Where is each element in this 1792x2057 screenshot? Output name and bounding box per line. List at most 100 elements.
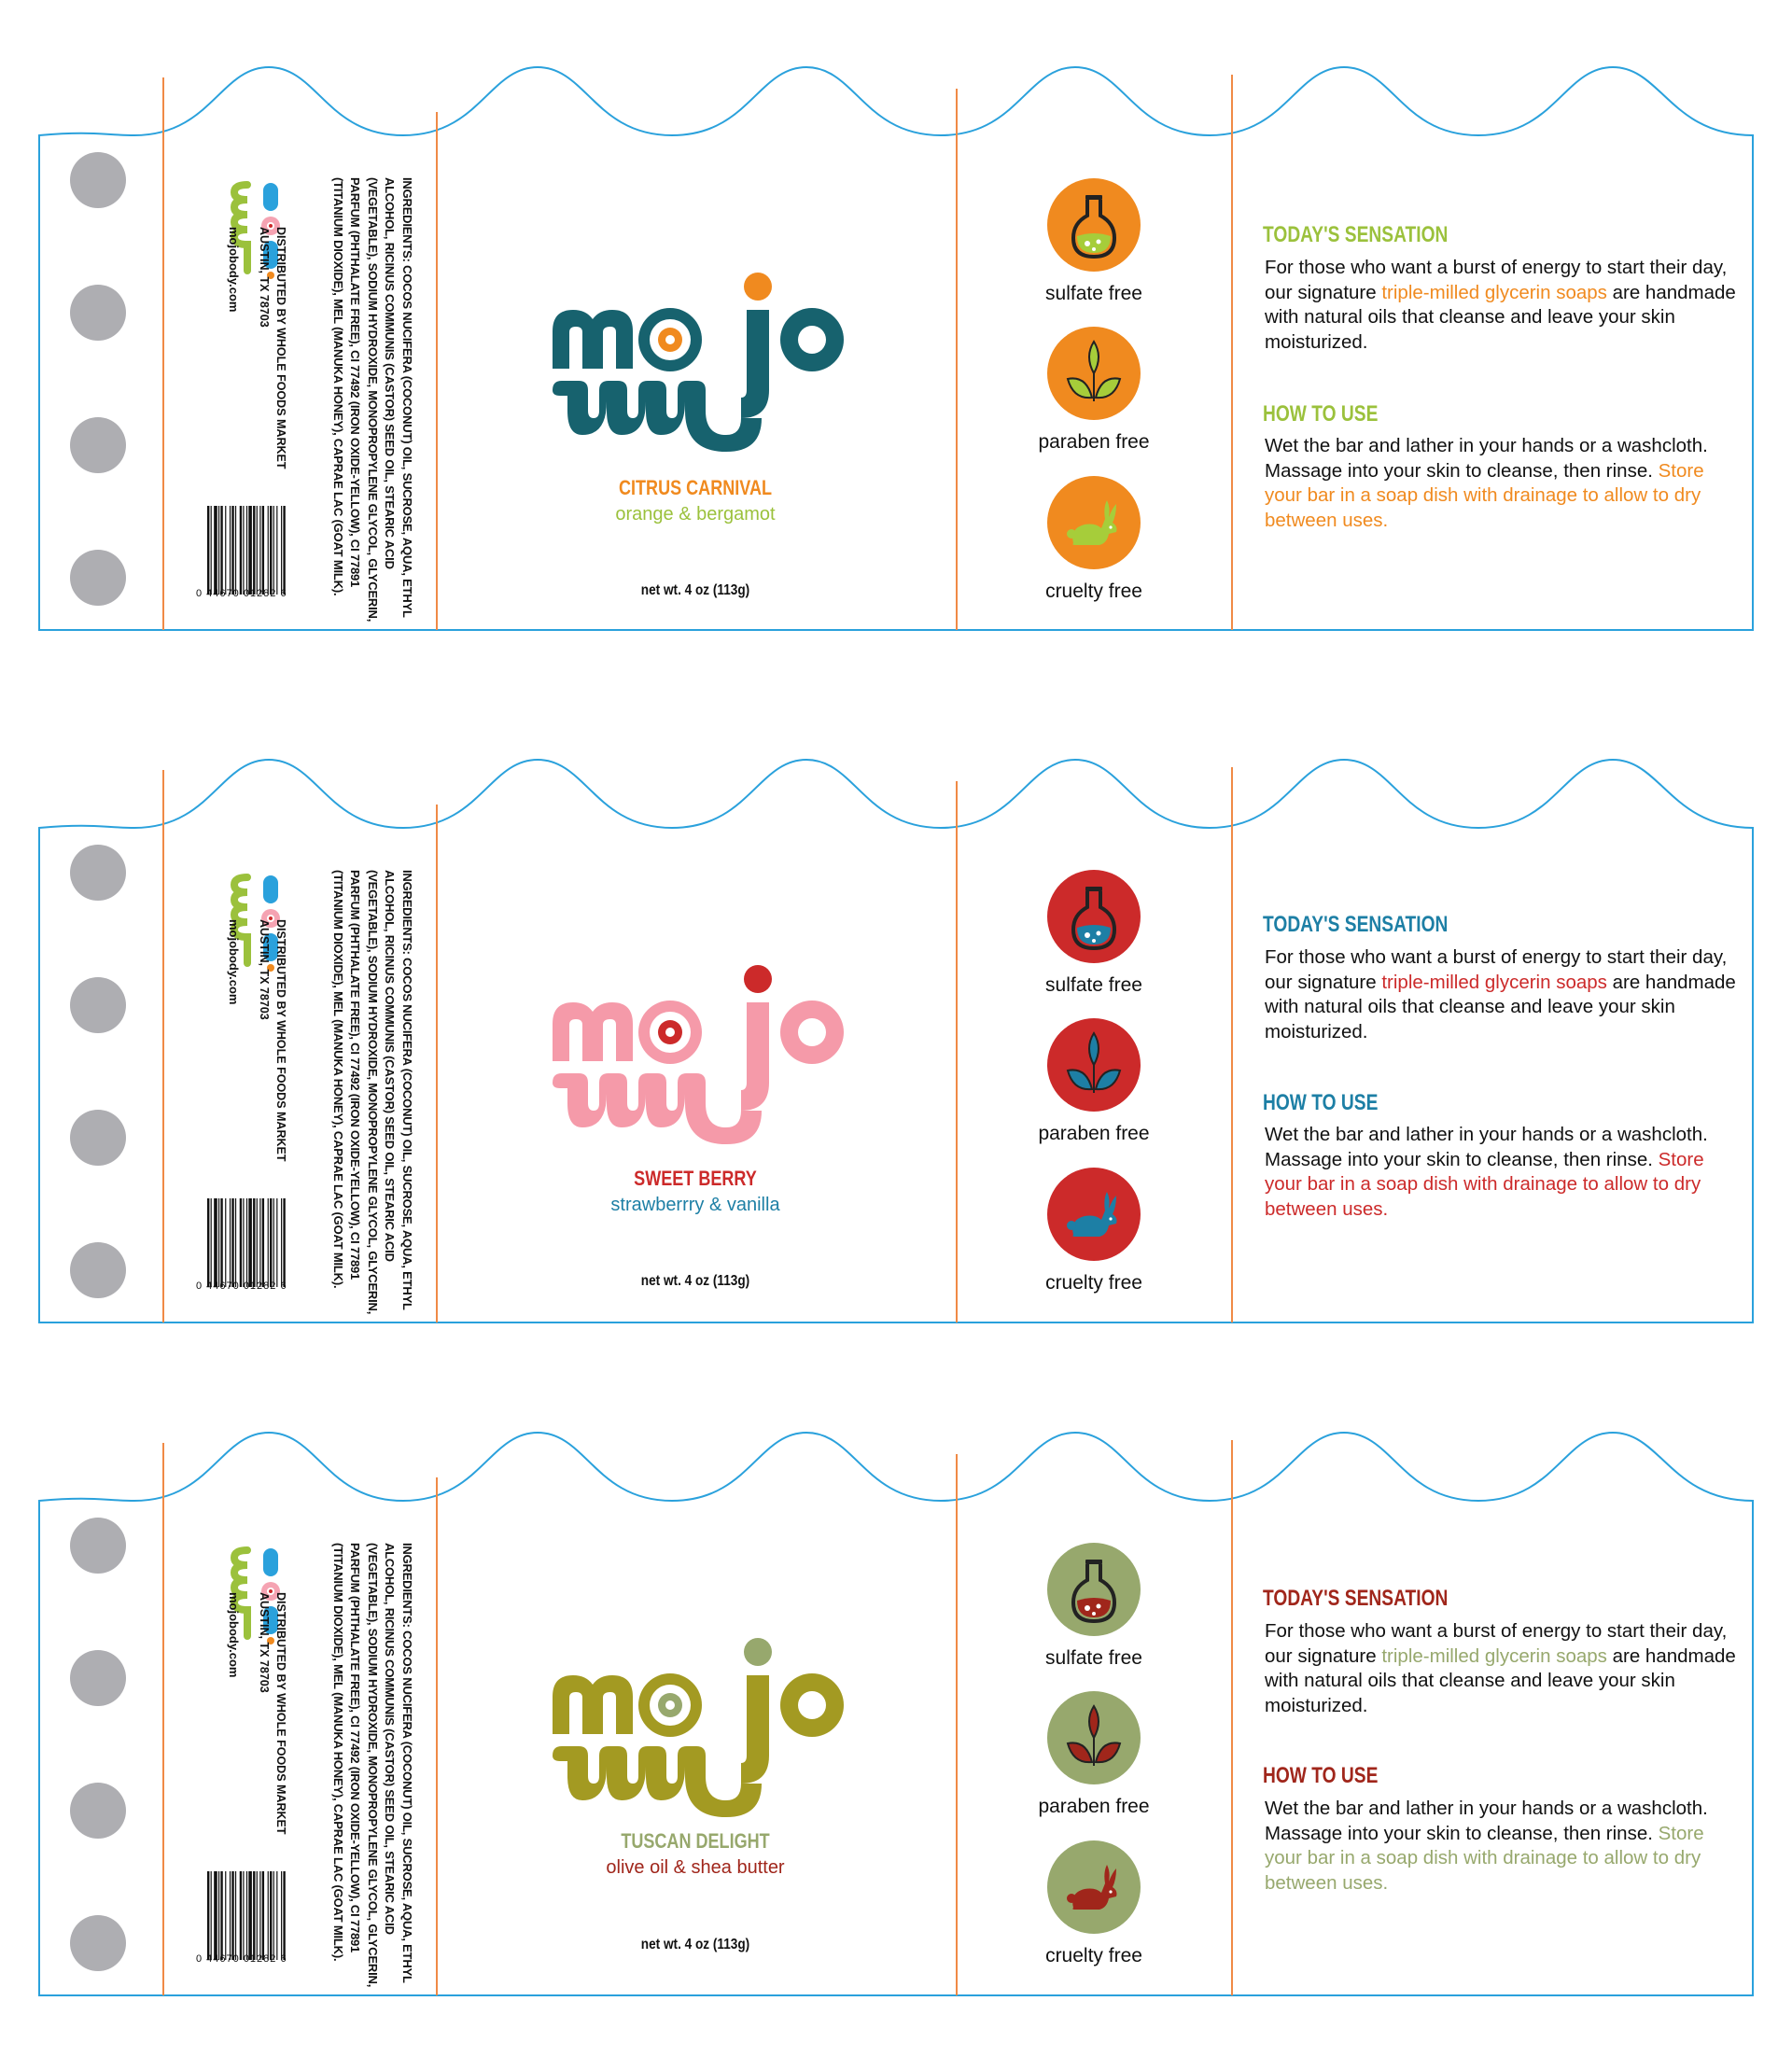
- cruelty-free-label: cruelty free: [1045, 1945, 1142, 1966]
- barcode-number: 0 44670 01282 6: [196, 1953, 287, 1965]
- paraben-free-badge: [1047, 1018, 1141, 1112]
- sensation-paragraph: For those who want a burst of energy to …: [1265, 1619, 1741, 1718]
- sensation-paragraph: For those who want a burst of energy to …: [1265, 256, 1741, 355]
- sensation-text-end: are handmade with natural oils that clea…: [1265, 971, 1736, 1042]
- hang-hole: [70, 285, 126, 341]
- barcode-number: 0 44670 01282 6: [196, 1280, 287, 1292]
- howto-highlight: Store your bar in a soap dish with drain…: [1265, 459, 1704, 531]
- hang-hole: [70, 550, 126, 606]
- paraben-free-label: paraben free: [1038, 431, 1150, 453]
- barcode-icon: [207, 1871, 286, 1960]
- mojo-logo: [553, 273, 844, 452]
- cruelty-free-badge: [1047, 1840, 1141, 1934]
- soap-label: INGREDIENTS: COCOS NUCIFERA (COCONUT) OI…: [0, 1365, 1792, 2019]
- distributor-line: DISTRIBUTED BY WHOLE FOODS MARKET: [274, 227, 287, 469]
- sensation-text-end: are handmade with natural oils that clea…: [1265, 1644, 1736, 1716]
- hang-hole: [70, 1783, 126, 1839]
- howto-highlight: Store your bar in a soap dish with drain…: [1265, 1148, 1704, 1220]
- distributor-address: AUSTIN, TX 78703: [258, 919, 271, 1020]
- soap-label: INGREDIENTS: COCOS NUCIFERA (COCONUT) OI…: [0, 0, 1792, 653]
- net-weight: net wt. 4 oz (113g): [640, 582, 750, 598]
- sensation-text: For those who want a burst of energy to …: [1265, 1620, 1728, 1667]
- distributor-info: DISTRIBUTED BY WHOLE FOODS MARKET AUSTIN…: [252, 919, 289, 1199]
- soap-label: INGREDIENTS: COCOS NUCIFERA (COCONUT) OI…: [0, 693, 1792, 1346]
- sulfate-free-label: sulfate free: [1045, 1647, 1142, 1669]
- sulfate-free-badge: [1047, 1543, 1141, 1636]
- how-to-use-paragraph: Wet the bar and lather in your hands or …: [1265, 434, 1741, 533]
- sensation-paragraph: For those who want a burst of energy to …: [1265, 945, 1741, 1044]
- hang-hole: [70, 1915, 126, 1971]
- label-dieline: [38, 65, 1754, 631]
- flavor-name: SWEET BERRY: [634, 1167, 757, 1190]
- distributor-info: DISTRIBUTED BY WHOLE FOODS MARKET AUSTIN…: [252, 227, 289, 507]
- sensation-highlight: triple-milled glycerin soaps: [1381, 1644, 1607, 1667]
- rabbit-icon: [1067, 500, 1117, 545]
- website-text: mojobody.com: [227, 227, 241, 313]
- sulfate-free-badge: [1047, 178, 1141, 272]
- barcode-icon: [207, 506, 286, 595]
- howto-text: Wet the bar and lather in your hands or …: [1265, 1124, 1708, 1170]
- sensation-text-end: are handmade with natural oils that clea…: [1265, 281, 1736, 353]
- distributor-info: DISTRIBUTED BY WHOLE FOODS MARKET AUSTIN…: [252, 1592, 289, 1872]
- distributor-line: DISTRIBUTED BY WHOLE FOODS MARKET: [274, 919, 287, 1162]
- paraben-free-label: paraben free: [1038, 1796, 1150, 1817]
- todays-sensation-heading: TODAY'S SENSATION: [1263, 912, 1449, 937]
- distributor-line: DISTRIBUTED BY WHOLE FOODS MARKET: [274, 1592, 287, 1835]
- todays-sensation-heading: TODAY'S SENSATION: [1263, 1586, 1449, 1611]
- cruelty-free-label: cruelty free: [1045, 581, 1142, 602]
- cruelty-free-badge: [1047, 1168, 1141, 1261]
- sensation-highlight: triple-milled glycerin soaps: [1381, 971, 1607, 993]
- paraben-free-badge: [1047, 327, 1141, 420]
- flavor-description: olive oil & shea butter: [606, 1857, 785, 1878]
- leaves-icon: [1066, 1031, 1122, 1093]
- howto-text: Wet the bar and lather in your hands or …: [1265, 435, 1708, 482]
- distributor-address: AUSTIN, TX 78703: [258, 1592, 271, 1693]
- how-to-use-paragraph: Wet the bar and lather in your hands or …: [1265, 1797, 1741, 1896]
- cruelty-free-badge: [1047, 476, 1141, 569]
- flask-icon: [1071, 195, 1117, 259]
- mojo-small-logo-icon: [230, 874, 280, 972]
- todays-sensation-heading: TODAY'S SENSATION: [1263, 222, 1449, 247]
- barcode-icon: [207, 1198, 286, 1287]
- cruelty-free-label: cruelty free: [1045, 1272, 1142, 1294]
- sulfate-free-label: sulfate free: [1045, 974, 1142, 996]
- mojo-logo: [553, 1638, 844, 1817]
- flavor-description: strawberrry & vanilla: [610, 1195, 780, 1215]
- net-weight: net wt. 4 oz (113g): [640, 1937, 750, 1952]
- hang-hole: [70, 1110, 126, 1166]
- how-to-use-heading: HOW TO USE: [1263, 1090, 1379, 1115]
- mojo-small-logo-icon: [230, 1546, 280, 1644]
- hang-hole: [70, 1650, 126, 1706]
- mojo-logo: [553, 965, 844, 1144]
- flask-icon: [1071, 1560, 1117, 1624]
- sensation-highlight: triple-milled glycerin soaps: [1381, 281, 1607, 303]
- how-to-use-paragraph: Wet the bar and lather in your hands or …: [1265, 1123, 1741, 1222]
- howto-highlight: Store your bar in a soap dish with drain…: [1265, 1822, 1704, 1894]
- barcode-number: 0 44670 01282 6: [196, 588, 287, 599]
- rabbit-icon: [1067, 1865, 1117, 1910]
- hang-hole: [70, 1518, 126, 1574]
- label-dieline: [38, 758, 1754, 1323]
- paraben-free-badge: [1047, 1691, 1141, 1784]
- sensation-text: For those who want a burst of energy to …: [1265, 257, 1728, 303]
- hang-hole: [70, 1242, 126, 1298]
- hang-hole: [70, 977, 126, 1033]
- label-dieline: [38, 1431, 1754, 1996]
- sensation-text: For those who want a burst of energy to …: [1265, 946, 1728, 993]
- net-weight: net wt. 4 oz (113g): [640, 1273, 750, 1289]
- flavor-name: CITRUS CARNIVAL: [618, 476, 773, 499]
- sulfate-free-label: sulfate free: [1045, 283, 1142, 304]
- leaves-icon: [1066, 340, 1122, 401]
- paraben-free-label: paraben free: [1038, 1123, 1150, 1144]
- how-to-use-heading: HOW TO USE: [1263, 401, 1379, 427]
- flavor-name: TUSCAN DELIGHT: [621, 1829, 770, 1853]
- rabbit-icon: [1067, 1192, 1117, 1237]
- how-to-use-heading: HOW TO USE: [1263, 1763, 1379, 1788]
- flavor-description: orange & bergamot: [615, 504, 776, 525]
- flask-icon: [1071, 887, 1117, 951]
- website-text: mojobody.com: [227, 1592, 241, 1678]
- website-text: mojobody.com: [227, 919, 241, 1005]
- hang-hole: [70, 417, 126, 473]
- distributor-address: AUSTIN, TX 78703: [258, 227, 271, 328]
- leaves-icon: [1066, 1704, 1122, 1766]
